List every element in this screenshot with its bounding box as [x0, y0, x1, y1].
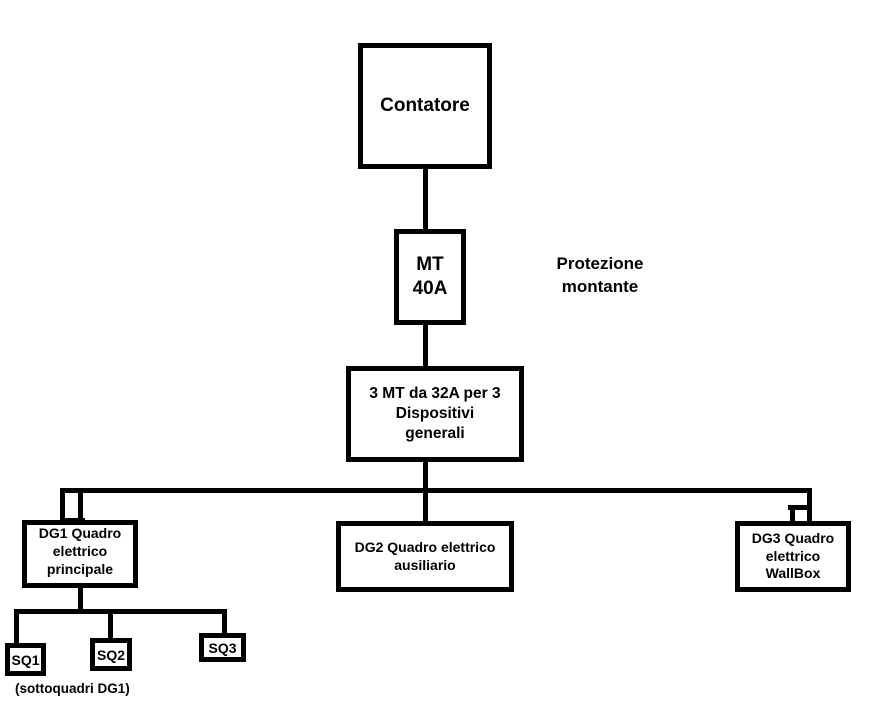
node-mt-40a-line1: MT: [416, 253, 444, 275]
node-sq1[interactable]: SQ1: [5, 643, 46, 676]
bus-stub-dg3: [788, 505, 812, 510]
node-dg1-line3: principale: [46, 560, 114, 577]
connector-subbus-to-sq1: [14, 609, 19, 647]
main-bus: [60, 488, 812, 493]
bus-drop-dg1: [60, 488, 65, 523]
node-dg2-quadro-ausiliario[interactable]: DG2 Quadro elettrico ausiliario: [336, 521, 514, 592]
connector-contatore-to-mt: [423, 166, 428, 232]
connector-subbus-to-sq3: [222, 609, 227, 637]
node-dispositivi-generali-line3: generali: [405, 424, 465, 442]
connector-bus-to-dg3-drop: [790, 505, 795, 525]
connector-distribuzione-to-bus: [423, 459, 428, 493]
node-dispositivi-generali[interactable]: 3 MT da 32A per 3 Dispositivi generali: [346, 366, 524, 462]
label-sottoquadri-dg1: (sottoquadri DG1): [15, 681, 130, 696]
label-protezione-line2: montante: [561, 276, 639, 296]
node-dg1-line1: DG1 Quadro: [38, 525, 122, 542]
node-contatore-label: Contatore: [380, 94, 470, 116]
node-dispositivi-generali-line2: Dispositivi: [395, 405, 475, 423]
node-sq3-label: SQ3: [208, 639, 237, 656]
node-sq1-label: SQ1: [11, 651, 40, 668]
node-sq3[interactable]: SQ3: [199, 633, 246, 662]
node-dg1-line2: elettrico: [52, 543, 108, 560]
node-dg2-line2: ausiliario: [394, 556, 456, 573]
node-dg3-line3: WallBox: [765, 565, 821, 582]
node-dg1-label: DG1 Quadro elettrico principale: [27, 525, 133, 579]
node-dg2-line1: DG2 Quadro elettrico: [354, 538, 496, 555]
connector-mt-to-distribuzione: [423, 322, 428, 369]
node-contatore[interactable]: Contatore: [358, 43, 492, 169]
node-dg3-label: DG3 Quadro elettrico WallBox: [740, 530, 846, 584]
node-dispositivi-generali-label: 3 MT da 32A per 3 Dispositivi generali: [351, 384, 519, 443]
node-dg1-quadro-principale[interactable]: DG1 Quadro elettrico principale: [22, 520, 138, 588]
node-sq2-label: SQ2: [96, 646, 125, 663]
label-protezione-montante: Protezione montante: [500, 253, 700, 299]
node-mt-40a[interactable]: MT 40A: [394, 229, 466, 325]
node-dg2-label: DG2 Quadro elettrico ausiliario: [341, 539, 509, 575]
connector-bus-to-dg1: [78, 488, 83, 523]
node-dg3-line1: DG3 Quadro: [751, 529, 835, 546]
node-dispositivi-generali-line1: 3 MT da 32A per 3: [369, 385, 501, 403]
node-mt-40a-line2: 40A: [412, 278, 448, 299]
sub-bus-dg1: [14, 609, 227, 614]
node-dg3-quadro-wallbox[interactable]: DG3 Quadro elettrico WallBox: [735, 521, 851, 592]
node-dg3-line2: elettrico: [765, 547, 821, 564]
label-protezione-line1: Protezione: [556, 254, 644, 273]
node-sq2[interactable]: SQ2: [90, 638, 132, 671]
connector-bus-to-dg2: [423, 488, 428, 524]
node-mt-40a-label: MT 40A: [399, 253, 461, 302]
connector-subbus-to-sq2: [108, 609, 113, 642]
connector-dg1-to-subbus: [78, 585, 83, 613]
